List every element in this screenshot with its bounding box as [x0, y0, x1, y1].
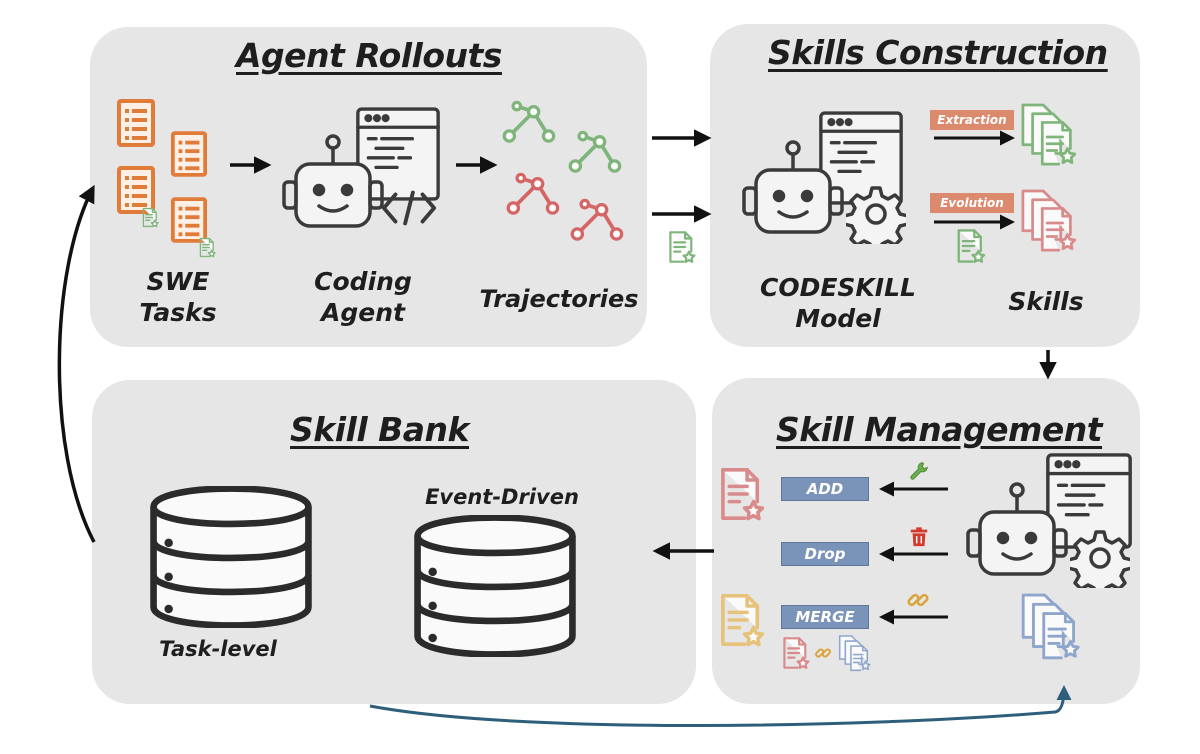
label-skills: Skills [1008, 287, 1084, 316]
task-list-icon [117, 166, 155, 214]
task-list-icon [117, 99, 155, 147]
loop-arrow [57, 184, 96, 543]
label-trajectories: Trajectories [479, 285, 639, 313]
task-list-icon [170, 131, 208, 177]
code-window-icon [1046, 453, 1132, 549]
panel-title-agent-rollouts: Agent Rollouts [236, 36, 502, 75]
label-coding-agent: Coding Agent [308, 266, 418, 329]
panel-title-skill-bank: Skill Bank [290, 410, 470, 449]
database-icon [154, 489, 309, 626]
task-list-icon [170, 197, 208, 243]
label-task-level: Task-level [159, 637, 277, 661]
gear-icon [1070, 530, 1130, 588]
skill-bank-to-management-arrow [369, 685, 1072, 727]
skill-document-icon [669, 231, 696, 264]
label-codeskill-model-line2: Model [795, 304, 881, 334]
chip-extraction: Extraction [930, 110, 1014, 130]
panel-title-skill-management: Skill Management [776, 410, 1103, 449]
chip-add: ADD [781, 477, 869, 501]
panel-title-skills-construction: Skills Construction [768, 33, 1108, 72]
chip-merge: MERGE [781, 605, 869, 629]
label-event-driven: Event-Driven [425, 485, 579, 509]
database-icon [418, 518, 573, 655]
label-coding-agent-line1: Coding [314, 267, 412, 296]
label-coding-agent-line2: Agent [321, 298, 405, 328]
label-swe-tasks-line1: SWE [146, 267, 210, 296]
chip-drop: Drop [781, 542, 869, 566]
label-swe-tasks-line2: Tasks [139, 298, 217, 328]
label-codeskill-model-line1: CODESKILL [760, 273, 916, 302]
chip-evolution: Evolution [930, 193, 1014, 213]
label-codeskill-model: CODESKILL Model [748, 272, 928, 335]
gear-icon [846, 186, 906, 244]
label-swe-tasks: SWE Tasks [128, 266, 228, 329]
